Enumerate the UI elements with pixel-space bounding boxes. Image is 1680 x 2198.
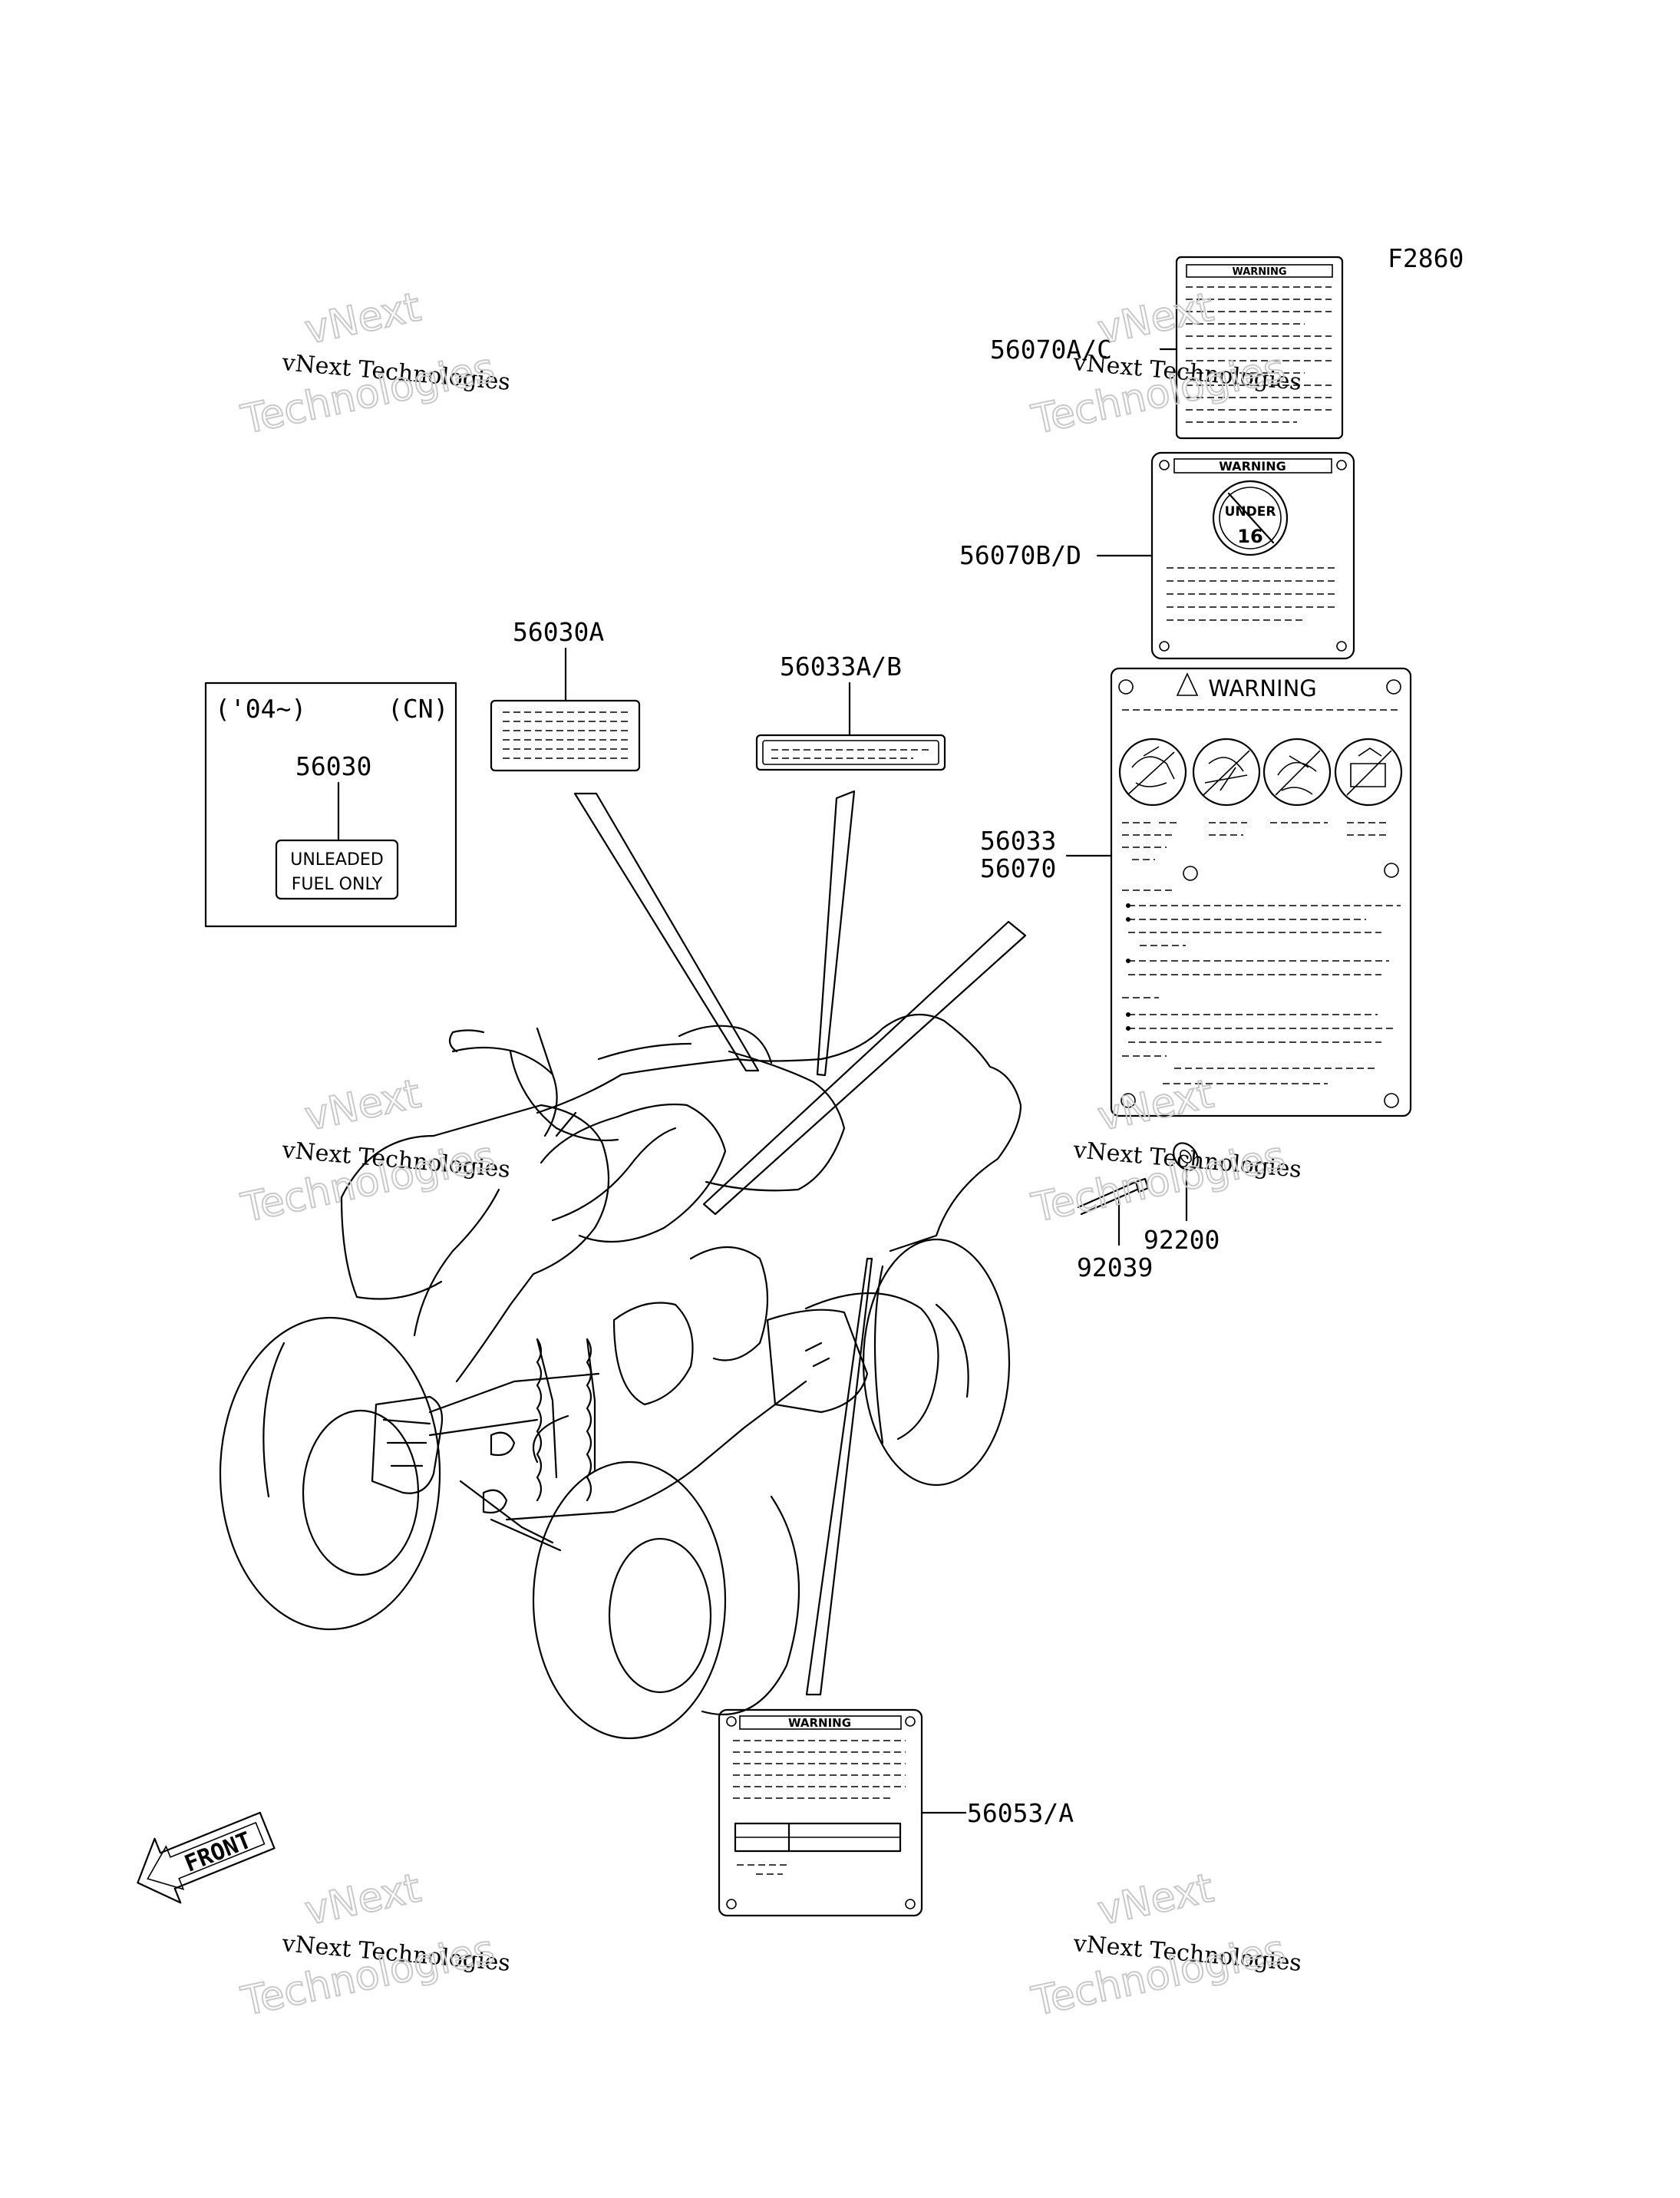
watermark-top-left: vNext Technologies vNext Technologies: [236, 283, 511, 444]
leader-wedges: [573, 790, 1027, 1696]
figure-code: F2860: [1388, 243, 1464, 273]
washer-92200: [1173, 1142, 1199, 1222]
watermark-mid-left: vNext Technologies vNext Technologies: [236, 1070, 511, 1232]
label-56033AB: 56033A/B: [780, 652, 902, 682]
hazard-icons: [1118, 738, 1403, 807]
label-92039: 92039: [1077, 1252, 1153, 1282]
decal-56030A: [490, 699, 641, 772]
bolt-92039: [1077, 1177, 1150, 1246]
label-92200: 92200: [1144, 1225, 1220, 1255]
label-56033: 56033: [980, 826, 1056, 856]
under-16-icon: UNDER 16: [1212, 480, 1289, 556]
decal-56033AB: [755, 734, 946, 771]
svg-text:UNDER: UNDER: [1225, 504, 1276, 520]
decal-56070AC: WARNING: [1175, 256, 1344, 440]
svg-text:vNext: vNext: [1094, 1865, 1217, 1934]
warning-text: WARNING: [788, 1716, 851, 1730]
decal-56053A: WARNING: [718, 1708, 923, 1917]
label-56070BD: 56070B/D: [959, 540, 1081, 570]
fuel-sticker-line2: FUEL ONLY: [292, 875, 383, 894]
label-56030A: 56030A: [513, 617, 604, 647]
svg-text:16: 16: [1237, 526, 1262, 547]
warning-text: WARNING: [1219, 459, 1286, 474]
svg-text:vNext: vNext: [301, 284, 424, 353]
atv-illustration: [219, 1013, 1022, 1740]
inset-year: ('04~): [215, 694, 306, 724]
svg-text:vNext: vNext: [301, 1865, 424, 1934]
watermark-mid-right: vNext Technologies vNext Technologies: [1027, 1070, 1302, 1232]
svg-text:vNext: vNext: [1094, 1071, 1217, 1140]
front-arrow-icon: FRONT: [137, 1811, 276, 1904]
inset-part-number: 56030: [295, 751, 371, 781]
decal-56070BD: WARNING UNDER 16: [1150, 451, 1355, 660]
label-56070: 56070: [980, 853, 1056, 883]
label-56070AC: 56070A/C: [990, 335, 1112, 365]
label-56053A: 56053/A: [967, 1798, 1074, 1828]
svg-text:vNext: vNext: [301, 1071, 424, 1140]
inset-box-56030: ('04~) (CN) 56030 UNLEADED FUEL ONLY: [204, 682, 457, 928]
watermark-bottom-left: vNext Technologies vNext Technologies: [236, 1864, 511, 2025]
warning-text: WARNING: [1232, 266, 1286, 278]
fuel-sticker-line1: UNLEADED: [290, 850, 384, 870]
warning-text: WARNING: [1208, 675, 1317, 701]
svg-text:vNext: vNext: [1094, 284, 1217, 353]
watermark-bottom-right: vNext Technologies vNext Technologies: [1027, 1864, 1302, 2025]
decal-56033-56070: WARNING: [1110, 667, 1412, 1117]
inset-region: (CN): [388, 694, 448, 724]
